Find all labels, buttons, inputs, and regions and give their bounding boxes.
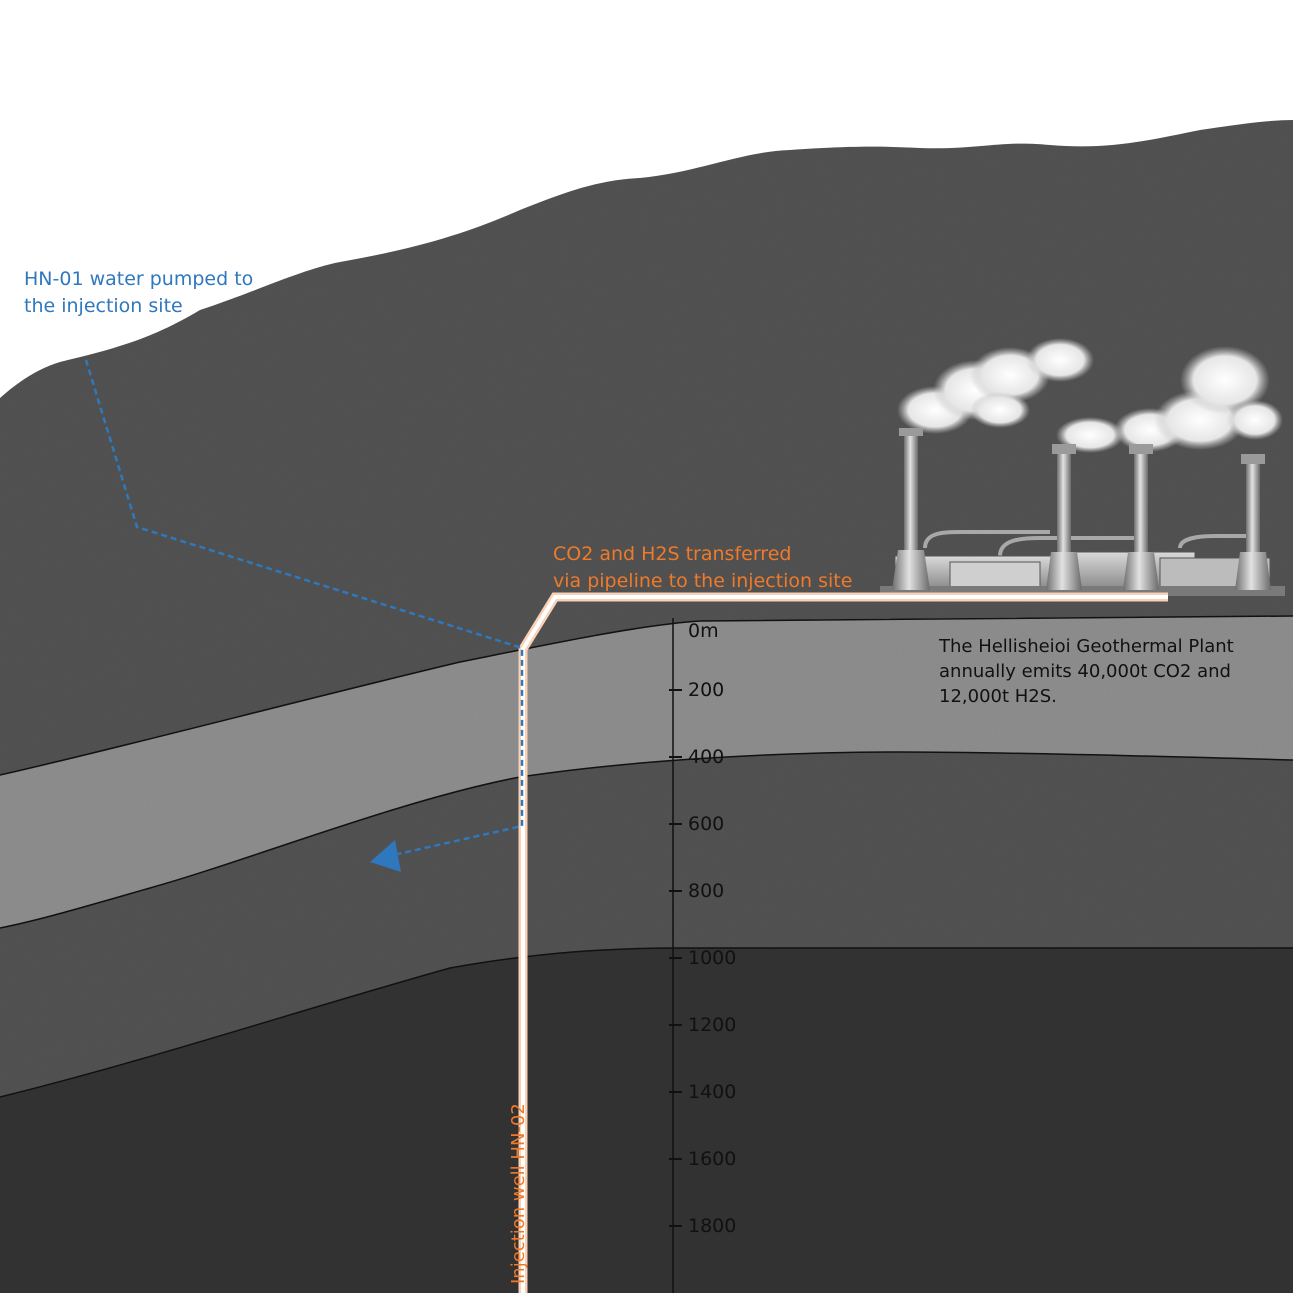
pipeline-core: [521, 595, 1168, 1293]
depth-label-1400: 1400: [688, 1081, 737, 1103]
light-layer-bottom-boundary: [0, 751, 1293, 929]
water-label-line-1: HN-01 water pumped to: [24, 268, 254, 290]
depth-label-0: 0m: [688, 620, 719, 642]
plant-note-line-1: The Hellisheioi Geothermal Plant: [939, 636, 1234, 657]
plant-note-line-2: annually emits 40,000t CO2 and: [939, 661, 1231, 682]
depth-label-600: 600: [688, 813, 725, 835]
pipeline-label-line-2: via pipeline to the injection site: [553, 570, 853, 592]
flow-arrow-icon: [370, 840, 401, 872]
depth-label-1200: 1200: [688, 1014, 737, 1036]
light-layer-top-boundary: [0, 615, 1293, 776]
plant-note-line-3: 12,000t H2S.: [939, 686, 1057, 707]
light-rock-layer: [0, 616, 1293, 928]
depth-label-200: 200: [688, 679, 725, 701]
pipeline-label: CO2 and H2S transferred via pipeline to …: [553, 541, 883, 595]
depth-label-400: 400: [688, 746, 725, 768]
water-label-line-2: the injection site: [24, 295, 183, 317]
pipeline-label-line-1: CO2 and H2S transferred: [553, 543, 792, 565]
deep-layer-boundary: [0, 947, 1293, 1098]
water-label: HN-01 water pumped to the injection site: [24, 266, 324, 320]
depth-axis-ticks: [669, 689, 682, 1227]
plant-emissions-note: The Hellisheioi Geothermal Plant annuall…: [939, 634, 1284, 709]
depth-label-800: 800: [688, 880, 725, 902]
depth-label-1000: 1000: [688, 947, 737, 969]
injection-well-label: Injection well HN-02: [508, 1103, 529, 1284]
depth-label-1600: 1600: [688, 1148, 737, 1170]
geothermal-plant-icon: [880, 338, 1285, 596]
depth-label-1800: 1800: [688, 1215, 737, 1237]
deep-rock-layer: [0, 948, 1293, 1293]
